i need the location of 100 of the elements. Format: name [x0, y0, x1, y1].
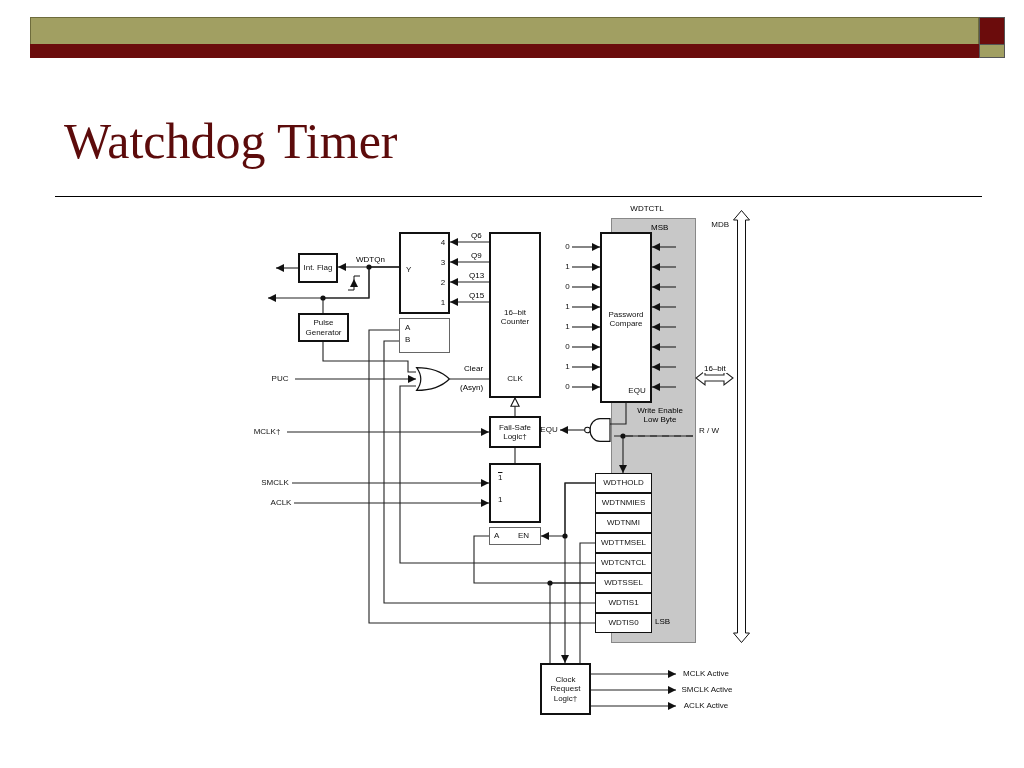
or-gate — [416, 367, 450, 391]
bus-label: MDB — [710, 220, 729, 230]
signal-label: R / W — [699, 425, 719, 436]
signal-label: 1 — [565, 362, 570, 372]
double-arrow — [695, 369, 734, 387]
edge-label: Clear — [463, 364, 485, 373]
connector — [571, 263, 601, 271]
connector — [609, 402, 627, 425]
signal-label: 1 — [565, 302, 570, 312]
box-label: Int. Flag — [303, 263, 333, 273]
connector — [590, 670, 677, 678]
multiplexer-box — [399, 232, 450, 314]
register-bit-cell — [595, 593, 652, 613]
signal-label: 0 — [565, 282, 570, 292]
slide-title: Watchdog Timer — [64, 112, 398, 170]
register-label: Write Enable Low Byte — [636, 406, 684, 425]
signal-label: 0 — [565, 382, 570, 392]
box-label: 1 — [498, 495, 504, 505]
connector — [294, 375, 417, 383]
select-box — [399, 318, 450, 353]
connector — [571, 283, 601, 291]
box-label: A — [405, 323, 412, 333]
connector — [651, 383, 677, 391]
register-bit-cell — [595, 573, 652, 593]
connector — [449, 298, 490, 306]
comparator-box — [600, 232, 652, 403]
connector — [619, 435, 694, 474]
register-bit-cell — [595, 613, 652, 633]
register-bit-label: WDTSSEL — [604, 578, 643, 588]
box-label: 1 — [498, 473, 504, 483]
connector — [561, 482, 596, 664]
box-label: EQU — [627, 386, 647, 396]
box-label: Pulse Generator — [304, 318, 343, 337]
connector — [559, 426, 585, 434]
box-label: Fail-Safe Logic† — [498, 422, 532, 442]
signal-label: 0 — [565, 342, 570, 352]
connector — [322, 266, 400, 314]
connector — [571, 323, 601, 331]
connector — [651, 343, 677, 351]
multiplexer-box — [489, 463, 541, 523]
box-label: EN — [518, 531, 531, 541]
connector — [651, 283, 677, 291]
connector — [571, 243, 601, 251]
connector — [549, 582, 596, 664]
connector — [651, 243, 677, 251]
register-bit-label: WDTCNTCL — [601, 558, 646, 568]
register-bit-label: WDTHOLD — [603, 478, 644, 488]
connector — [571, 363, 601, 371]
edge-label: Q13 — [468, 271, 486, 280]
register-bit-cell — [595, 513, 652, 533]
signal-label: EQU — [540, 424, 558, 435]
register-label: MSB — [651, 223, 670, 233]
connector — [449, 238, 490, 246]
connector — [514, 447, 516, 464]
connector — [449, 378, 490, 380]
signal-label: (Asyn) — [459, 383, 485, 392]
signal-label: ACLK — [270, 498, 292, 508]
connector — [590, 686, 677, 694]
register-bit-cell — [595, 493, 652, 513]
connector — [590, 702, 677, 710]
register-bit-cell — [595, 473, 652, 493]
connector — [322, 341, 417, 373]
logic-box — [298, 313, 349, 342]
connector — [571, 343, 601, 351]
box-label: Password Compare — [607, 310, 645, 329]
connector — [651, 363, 677, 371]
box-label: 2 — [439, 278, 447, 288]
connector — [579, 542, 596, 664]
connector — [449, 278, 490, 286]
box-label: CLK — [506, 374, 524, 384]
select-box — [489, 527, 541, 545]
box-label: Y — [406, 265, 413, 275]
box-label: 16–bit Counter — [499, 308, 531, 327]
signal-label: SMCLK Active — [681, 685, 733, 695]
signal-label: PUC — [271, 374, 289, 384]
connector — [651, 263, 677, 271]
logic-box — [540, 663, 591, 715]
signal-label: 1 — [565, 322, 570, 332]
connector — [571, 383, 601, 391]
box-label: B — [405, 335, 412, 345]
signal-label: ACLK Active — [683, 701, 729, 711]
box-label: 1 — [439, 298, 447, 308]
edge-label: Q6 — [470, 231, 483, 240]
box-label: A — [494, 531, 501, 541]
connector — [651, 303, 677, 311]
connector — [383, 340, 596, 604]
connector — [293, 499, 490, 507]
signal-label: SMCLK — [261, 478, 289, 488]
signal-label: 1 — [565, 262, 570, 272]
box-label: 4 — [439, 238, 447, 248]
connector — [510, 397, 520, 417]
signal-label: MCLK Active — [683, 669, 729, 679]
edge-label: 16–bit — [703, 364, 727, 373]
logic-box — [489, 416, 541, 448]
register-label: LSB — [655, 617, 672, 627]
connector — [651, 323, 677, 331]
connector — [275, 264, 299, 272]
box-label: 3 — [439, 258, 447, 268]
connector — [286, 428, 490, 436]
counter-box — [489, 232, 541, 398]
